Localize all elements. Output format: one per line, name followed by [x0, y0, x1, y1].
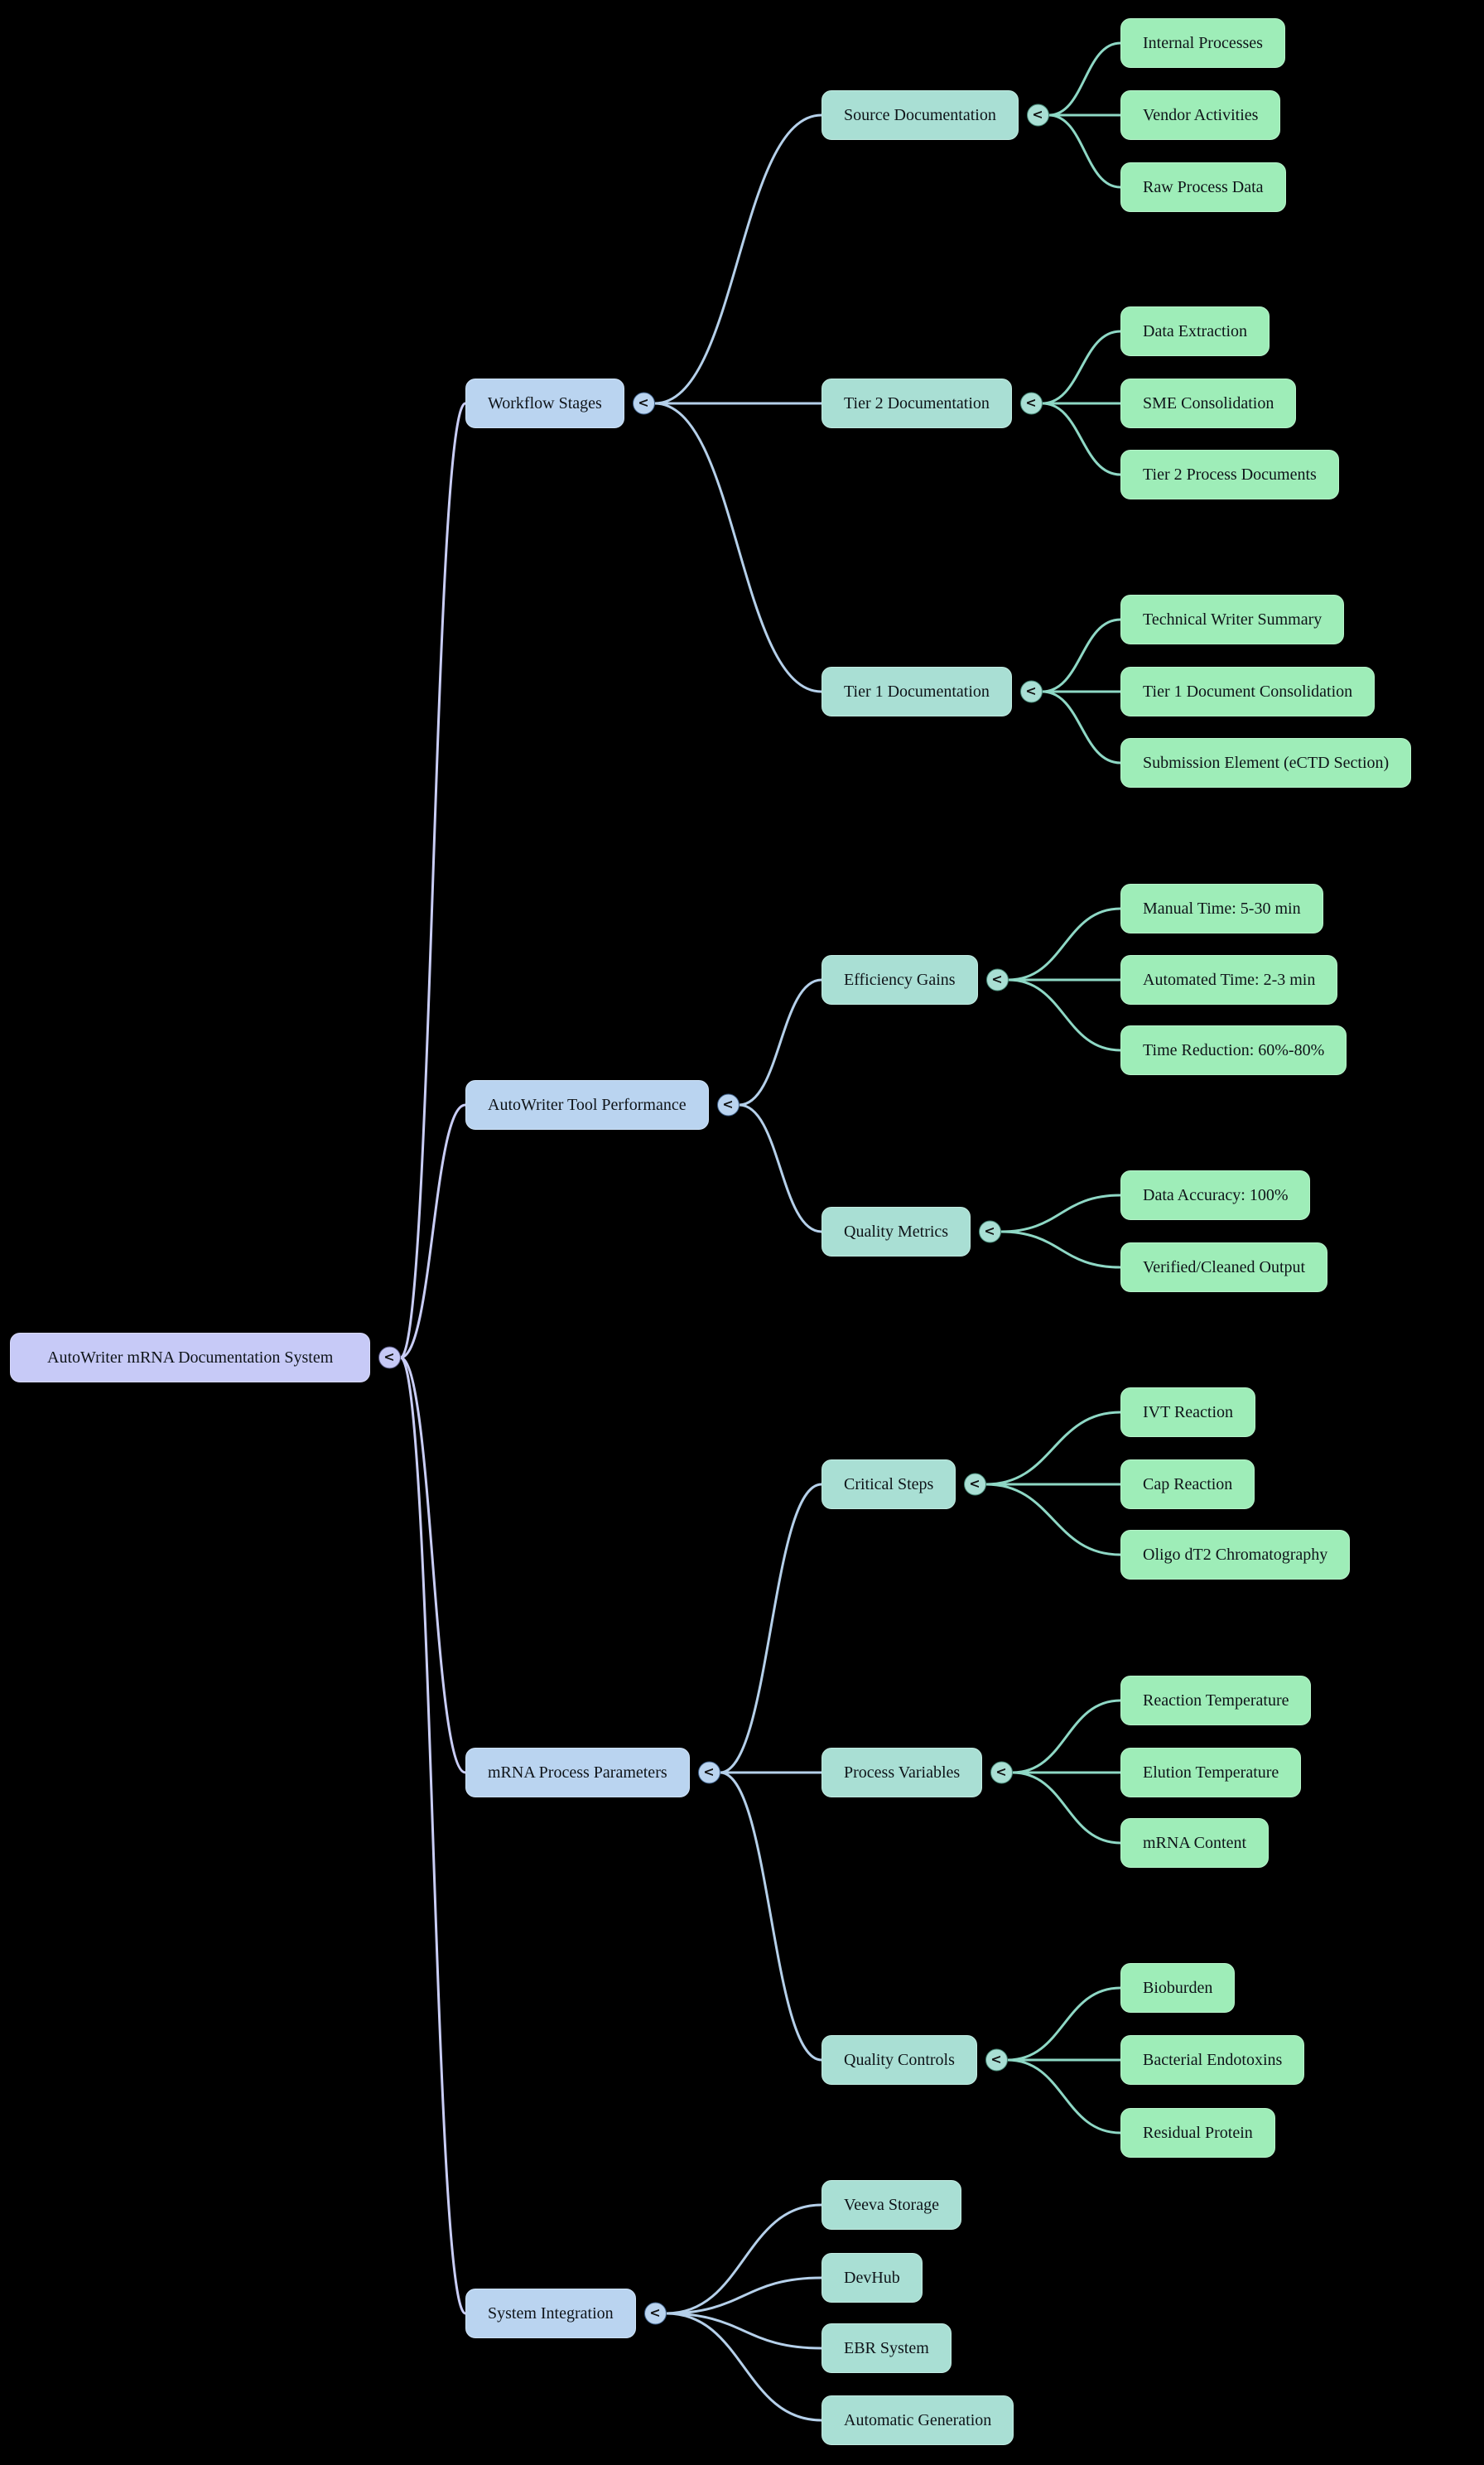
node-vendor-activities[interactable]: Vendor Activities	[1120, 90, 1281, 140]
link-system-integration-to-automatic-generation	[665, 2312, 823, 2422]
node-quality-metrics[interactable]: Quality Metrics	[822, 1207, 971, 1257]
node-bioburden[interactable]: Bioburden	[1120, 1963, 1236, 2013]
link-system-integration-to-veeva-storage	[665, 2203, 823, 2315]
link-tier-1-documentation-to-submission-element-ectd-section	[1041, 690, 1122, 765]
collapse-toggle-quality-metrics[interactable]: <	[978, 1220, 1001, 1243]
link-process-variables-to-mrna-content	[1011, 1771, 1122, 1845]
collapse-toggle-process-variables[interactable]: <	[990, 1761, 1013, 1784]
collapse-toggle-tier-1-documentation[interactable]: <	[1019, 680, 1043, 703]
node-elution-temperature[interactable]: Elution Temperature	[1120, 1748, 1302, 1797]
node-quality-controls[interactable]: Quality Controls	[822, 2035, 977, 2085]
node-reaction-temperature[interactable]: Reaction Temperature	[1120, 1676, 1312, 1725]
node-source-documentation[interactable]: Source Documentation	[822, 90, 1019, 140]
link-tier-2-documentation-to-data-extraction	[1041, 330, 1122, 405]
link-mrna-process-parameters-to-quality-controls	[719, 1771, 823, 2062]
link-quality-controls-to-bioburden	[1006, 1986, 1122, 2062]
link-system-integration-to-devhub	[665, 2276, 823, 2315]
node-data-accuracy-100[interactable]: Data Accuracy: 100%	[1120, 1170, 1311, 1220]
link-autowriter-mrna-documentation-system-to-workflow-stages	[399, 402, 467, 1359]
collapse-toggle-efficiency-gains[interactable]: <	[985, 968, 1009, 991]
link-efficiency-gains-to-time-reduction-60-80	[1007, 978, 1122, 1052]
node-residual-protein[interactable]: Residual Protein	[1120, 2108, 1275, 2158]
node-sme-consolidation[interactable]: SME Consolidation	[1120, 379, 1297, 428]
node-mrna-content[interactable]: mRNA Content	[1120, 1818, 1270, 1868]
node-cap-reaction[interactable]: Cap Reaction	[1120, 1459, 1255, 1509]
node-time-reduction-60-80[interactable]: Time Reduction: 60%-80%	[1120, 1025, 1347, 1075]
link-quality-metrics-to-data-accuracy-100	[1000, 1194, 1122, 1233]
link-source-documentation-to-raw-process-data	[1048, 113, 1122, 189]
link-autowriter-mrna-documentation-system-to-system-integration	[399, 1356, 467, 2315]
link-mrna-process-parameters-to-critical-steps	[719, 1483, 823, 1774]
collapse-toggle-workflow-stages[interactable]: <	[632, 392, 655, 415]
node-oligo-dt2-chromatography[interactable]: Oligo dT2 Chromatography	[1120, 1530, 1351, 1580]
link-critical-steps-to-ivt-reaction	[985, 1411, 1122, 1486]
link-critical-steps-to-oligo-dt2-chromatography	[985, 1483, 1122, 1556]
collapse-toggle-source-documentation[interactable]: <	[1026, 104, 1049, 127]
collapse-toggle-mrna-process-parameters[interactable]: <	[697, 1761, 720, 1784]
node-mrna-process-parameters[interactable]: mRNA Process Parameters	[465, 1748, 690, 1797]
link-autowriter-mrna-documentation-system-to-mrna-process-parameters	[399, 1356, 467, 1774]
node-autowriter-mrna-documentation-system[interactable]: AutoWriter mRNA Documentation System	[10, 1333, 371, 1382]
link-autowriter-mrna-documentation-system-to-autowriter-tool-performance	[399, 1103, 467, 1359]
node-internal-processes[interactable]: Internal Processes	[1120, 18, 1285, 68]
link-system-integration-to-ebr-system	[665, 2312, 823, 2350]
node-ebr-system[interactable]: EBR System	[822, 2323, 952, 2373]
node-verified-cleaned-output[interactable]: Verified/Cleaned Output	[1120, 1242, 1328, 1292]
node-tier-2-process-documents[interactable]: Tier 2 Process Documents	[1120, 450, 1339, 499]
node-autowriter-tool-performance[interactable]: AutoWriter Tool Performance	[465, 1080, 709, 1130]
link-source-documentation-to-internal-processes	[1048, 41, 1122, 117]
node-workflow-stages[interactable]: Workflow Stages	[465, 379, 624, 428]
link-quality-metrics-to-verified-cleaned-output	[1000, 1230, 1122, 1269]
link-tier-2-documentation-to-tier-2-process-documents	[1041, 402, 1122, 476]
link-autowriter-tool-performance-to-quality-metrics	[738, 1103, 823, 1233]
node-data-extraction[interactable]: Data Extraction	[1120, 306, 1270, 356]
node-manual-time-5-30-min[interactable]: Manual Time: 5-30 min	[1120, 884, 1323, 933]
collapse-toggle-tier-2-documentation[interactable]: <	[1019, 392, 1043, 415]
link-workflow-stages-to-source-documentation	[653, 113, 823, 405]
node-veeva-storage[interactable]: Veeva Storage	[822, 2180, 961, 2230]
link-tier-1-documentation-to-technical-writer-summary	[1041, 618, 1122, 693]
node-critical-steps[interactable]: Critical Steps	[822, 1459, 956, 1509]
node-raw-process-data[interactable]: Raw Process Data	[1120, 162, 1286, 212]
node-bacterial-endotoxins[interactable]: Bacterial Endotoxins	[1120, 2035, 1305, 2085]
link-autowriter-tool-performance-to-efficiency-gains	[738, 978, 823, 1107]
node-devhub[interactable]: DevHub	[822, 2253, 923, 2303]
node-technical-writer-summary[interactable]: Technical Writer Summary	[1120, 595, 1345, 644]
node-automatic-generation[interactable]: Automatic Generation	[822, 2395, 1014, 2445]
node-ivt-reaction[interactable]: IVT Reaction	[1120, 1387, 1256, 1437]
node-automated-time-2-3-min[interactable]: Automated Time: 2-3 min	[1120, 955, 1338, 1005]
link-quality-controls-to-residual-protein	[1006, 2058, 1122, 2135]
link-efficiency-gains-to-manual-time-5-30-min	[1007, 907, 1122, 982]
collapse-toggle-system-integration[interactable]: <	[643, 2302, 667, 2325]
node-process-variables[interactable]: Process Variables	[822, 1748, 983, 1797]
node-tier-1-documentation[interactable]: Tier 1 Documentation	[822, 667, 1012, 716]
collapse-toggle-quality-controls[interactable]: <	[985, 2048, 1008, 2072]
node-efficiency-gains[interactable]: Efficiency Gains	[822, 955, 978, 1005]
link-workflow-stages-to-tier-1-documentation	[653, 402, 823, 693]
collapse-toggle-autowriter-tool-performance[interactable]: <	[716, 1093, 740, 1117]
link-process-variables-to-reaction-temperature	[1011, 1699, 1122, 1774]
collapse-toggle-autowriter-mrna-documentation-system[interactable]: <	[378, 1346, 401, 1369]
node-tier-1-document-consolidation[interactable]: Tier 1 Document Consolidation	[1120, 667, 1376, 716]
node-submission-element-ectd-section[interactable]: Submission Element (eCTD Section)	[1120, 738, 1412, 788]
node-tier-2-documentation[interactable]: Tier 2 Documentation	[822, 379, 1012, 428]
collapse-toggle-critical-steps[interactable]: <	[963, 1473, 986, 1496]
node-system-integration[interactable]: System Integration	[465, 2289, 636, 2338]
